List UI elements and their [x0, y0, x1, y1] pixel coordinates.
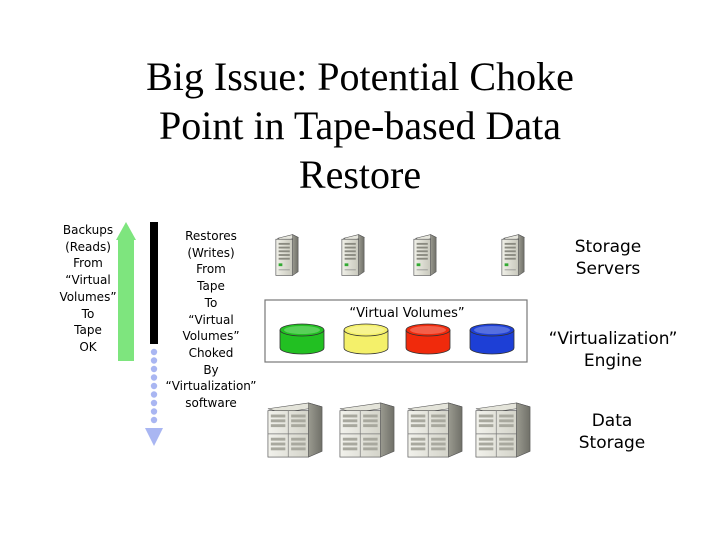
restores-choke-arrow — [145, 222, 163, 446]
restores-line-2: (Writes) — [187, 245, 235, 260]
backups-line-7: Tape — [74, 323, 102, 338]
dot — [150, 408, 158, 415]
backups-line-5: Volumes” — [59, 289, 117, 304]
title-line-1: Big Issue: Potential Choke — [146, 54, 574, 99]
restores-line-1: Restores — [185, 229, 237, 243]
restores-line-10: “Virtualization” — [165, 379, 257, 394]
virtual-volumes-label: “Virtual Volumes” — [349, 306, 465, 321]
volume-cylinder-2 — [343, 323, 389, 355]
dot — [150, 348, 158, 356]
server-icon-4 — [501, 234, 525, 276]
volume-cylinder-3 — [405, 323, 451, 355]
virtualization-engine-line-1: “Virtualization” — [548, 329, 678, 349]
backups-line-6: To — [81, 306, 95, 321]
storage-cabinet-icon-2 — [339, 402, 395, 458]
backups-line-2: (Reads) — [65, 239, 111, 254]
dot — [150, 374, 158, 381]
storage-cabinet-icon-4 — [475, 402, 531, 458]
backups-line-3: From — [73, 256, 103, 271]
backups-line-4: “Virtual — [65, 273, 111, 288]
dot — [150, 399, 158, 407]
storage-servers-line-1: Storage — [574, 237, 642, 257]
storage-cabinet-icon-1 — [267, 402, 323, 458]
server-icon-2 — [341, 234, 365, 276]
backups-line-8: OK — [79, 339, 97, 354]
volume-cylinder-1 — [279, 323, 325, 355]
data-storage-line-2: Storage — [578, 433, 646, 453]
restores-line-9: By — [203, 362, 219, 377]
backups-up-arrow — [116, 222, 136, 361]
data-storage-units — [267, 402, 531, 458]
restores-line-11: software — [185, 396, 237, 411]
restores-line-3: From — [196, 262, 226, 277]
backups-line-1: Backups — [62, 223, 114, 237]
dot — [150, 365, 158, 373]
restores-line-5: To — [204, 295, 218, 310]
virtualization-engine-label: “Virtualization”Engine — [528, 328, 698, 372]
data-storage-line-1: Data — [591, 411, 633, 431]
volume-cylinder-4 — [469, 323, 515, 355]
storage-servers-line-2: Servers — [575, 259, 641, 279]
virtualization-engine-line-2: Engine — [583, 351, 643, 371]
title-line-3: Restore — [298, 152, 422, 197]
storage-cabinet-icon-3 — [407, 402, 463, 458]
dotted-down-line — [150, 348, 158, 424]
restores-line-7: Volumes” — [182, 329, 240, 344]
restores-line-6: “Virtual — [188, 312, 234, 327]
page-title: Big Issue: Potential Choke Point in Tape… — [90, 52, 630, 199]
dot — [150, 416, 158, 424]
server-icon-3 — [413, 234, 437, 276]
storage-servers — [275, 234, 525, 276]
dot — [150, 382, 158, 390]
restores-line-4: Tape — [197, 279, 225, 294]
title-line-2: Point in Tape-based Data — [159, 103, 561, 148]
dot — [150, 391, 158, 398]
dot — [150, 357, 158, 364]
restores-line-8: Choked — [188, 345, 234, 360]
server-icon-1 — [275, 234, 299, 276]
virtual-volumes — [279, 323, 515, 355]
